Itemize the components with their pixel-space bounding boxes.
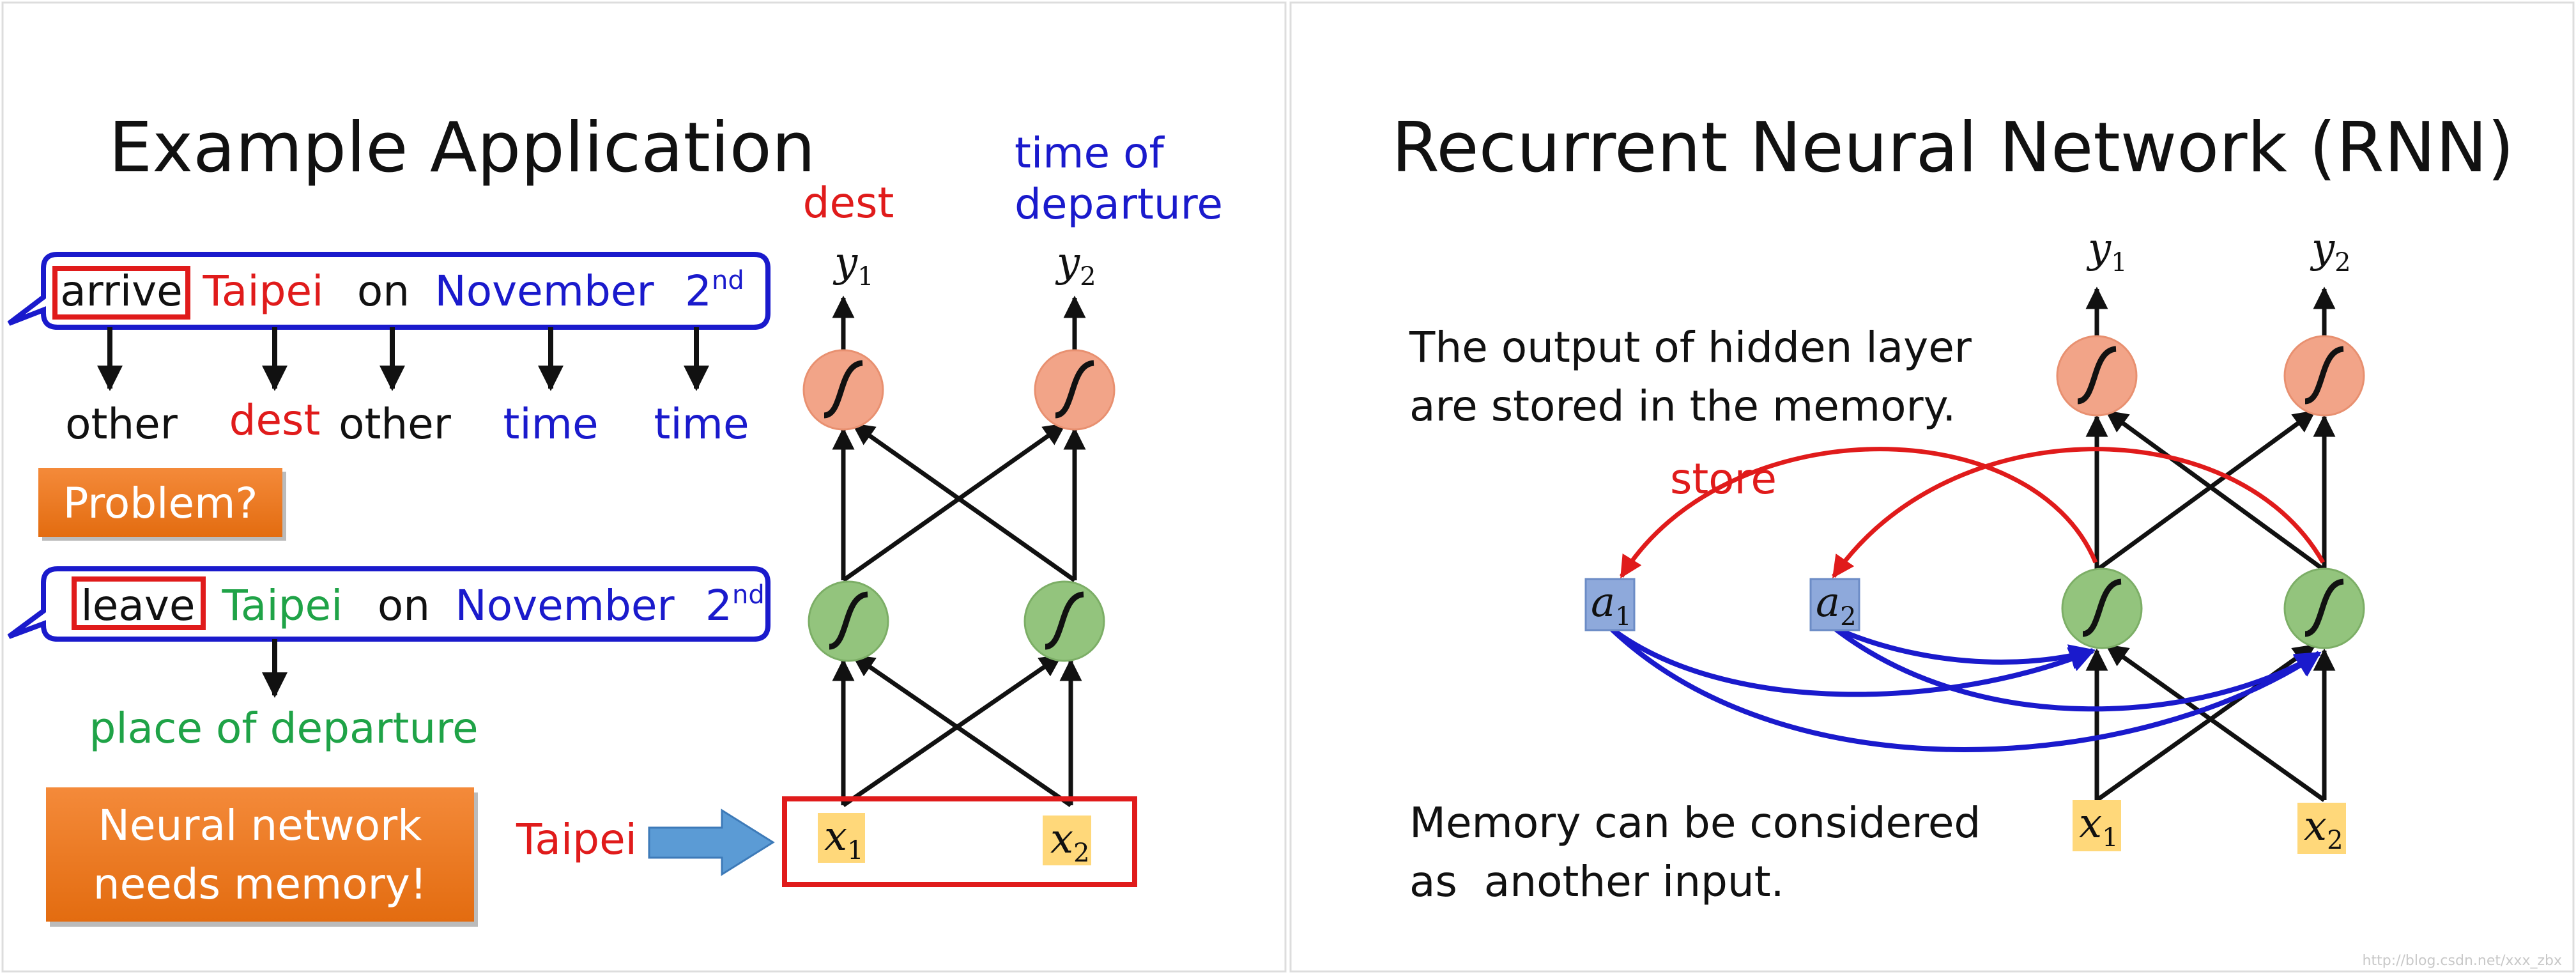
- out-label-departure: departure: [1015, 180, 1223, 229]
- memory-text-line2: as another input.: [1409, 857, 1784, 906]
- right-input-x1: x1: [2073, 800, 2121, 853]
- right-output-neuron-2: [2283, 335, 2365, 417]
- svg-text:x1: x1: [824, 813, 864, 865]
- input-word-taipei: Taipei: [516, 815, 637, 864]
- left-hidden-neuron-1: [808, 580, 889, 662]
- label-other-1: other: [65, 399, 178, 449]
- sentence2-word-leave: leave: [80, 581, 195, 630]
- store-label: store: [1670, 454, 1777, 504]
- memory-cell-a1: a1: [1584, 578, 1636, 631]
- sigmoid-icon: [2304, 578, 2344, 637]
- right-output-neuron-1: [2056, 335, 2138, 417]
- sigmoid-icon: [2077, 346, 2117, 405]
- memory-cell-a2: a2: [1809, 578, 1860, 631]
- left-hidden-neuron-2: [1023, 580, 1105, 662]
- label-other-2: other: [339, 399, 452, 449]
- sigmoid-icon: [1055, 360, 1094, 419]
- sentence2-bubble: [7, 566, 770, 642]
- left-input-x1: x1: [818, 813, 865, 865]
- watermark: http://blog.csdn.net/xxx_zbx: [2363, 953, 2562, 969]
- label-time-1: time: [503, 399, 598, 449]
- sentence2-word-taipei: Taipei: [221, 581, 342, 630]
- right-y2-label: y2: [2310, 225, 2351, 277]
- sentence1-ordinal-sup: nd: [712, 266, 744, 295]
- right-hidden-neuron-1: [2061, 568, 2143, 649]
- left-network-arrows: [832, 295, 1086, 807]
- sigmoid-icon: [829, 591, 868, 650]
- memory-input-arrows: [1608, 625, 2322, 752]
- right-hidden-neuron-2: [2283, 568, 2365, 649]
- svg-text:a1: a1: [1591, 579, 1632, 631]
- label-time-2: time: [654, 399, 749, 449]
- out-label-time-of: time of: [1015, 128, 1165, 178]
- svg-text:x2: x2: [1050, 816, 1090, 868]
- out-label-dest: dest: [803, 178, 894, 228]
- sentence2-word-november: November: [455, 581, 675, 630]
- sigmoid-icon: [2304, 346, 2344, 405]
- store-arrows: [1620, 447, 2326, 578]
- sigmoid-icon: [2082, 578, 2122, 637]
- label-dest: dest: [229, 396, 321, 445]
- left-y2-label: y2: [1055, 239, 1096, 291]
- left-title: Example Application: [109, 108, 815, 188]
- sentence1-label-arrows: [97, 327, 709, 391]
- sentence2-ordinal-sup: nd: [732, 580, 765, 610]
- right-title: Recurrent Neural Network (RNN): [1392, 108, 2514, 188]
- label-place-of-departure: place of departure: [89, 704, 478, 753]
- sentence1-word-2nd: 2nd: [685, 266, 744, 316]
- sentence1-word-november: November: [434, 267, 654, 316]
- sentence2-word-on: on: [378, 581, 430, 630]
- left-output-neuron-2: [1034, 349, 1116, 431]
- svg-text:x1: x1: [2079, 800, 2119, 853]
- left-input-x2: x2: [1043, 816, 1091, 868]
- right-slide-frame: [1289, 1, 2575, 973]
- hidden-layer-text-line1: The output of hidden layer: [1409, 323, 1972, 372]
- right-input-x2: x2: [2297, 803, 2346, 855]
- left-slide-frame: [1, 1, 1287, 973]
- sentence1-word-arrive: arrive: [60, 267, 183, 316]
- input-highlight-box: [782, 796, 1137, 887]
- svg-text:x2: x2: [2304, 803, 2343, 855]
- memory-button-line1: Neural network: [98, 801, 423, 850]
- problem-button-label: Problem?: [63, 479, 258, 528]
- sentence1-bubble: [7, 252, 770, 330]
- left-y1-label: y1: [832, 239, 874, 291]
- memory-button-line2: needs memory!: [93, 860, 427, 909]
- input-block-arrow: [648, 808, 775, 876]
- problem-button: Problem?: [38, 468, 286, 541]
- right-y1-label: y1: [2086, 225, 2128, 277]
- hidden-layer-text-line2: are stored in the memory.: [1409, 382, 1956, 431]
- svg-text:a2: a2: [1816, 579, 1857, 631]
- leave-highlight-box: [72, 576, 206, 630]
- sentence1-word-on: on: [357, 267, 410, 316]
- sentence2-word-2nd: 2nd: [705, 580, 765, 630]
- sigmoid-icon: [824, 360, 863, 419]
- sentence1-word-taipei: Taipei: [202, 267, 323, 316]
- memory-text-line1: Memory can be considered: [1409, 798, 1981, 847]
- arrive-highlight-box: [52, 266, 190, 320]
- memory-button: Neural network needs memory!: [46, 787, 478, 927]
- sigmoid-icon: [1045, 591, 1084, 650]
- left-output-neuron-1: [802, 349, 884, 431]
